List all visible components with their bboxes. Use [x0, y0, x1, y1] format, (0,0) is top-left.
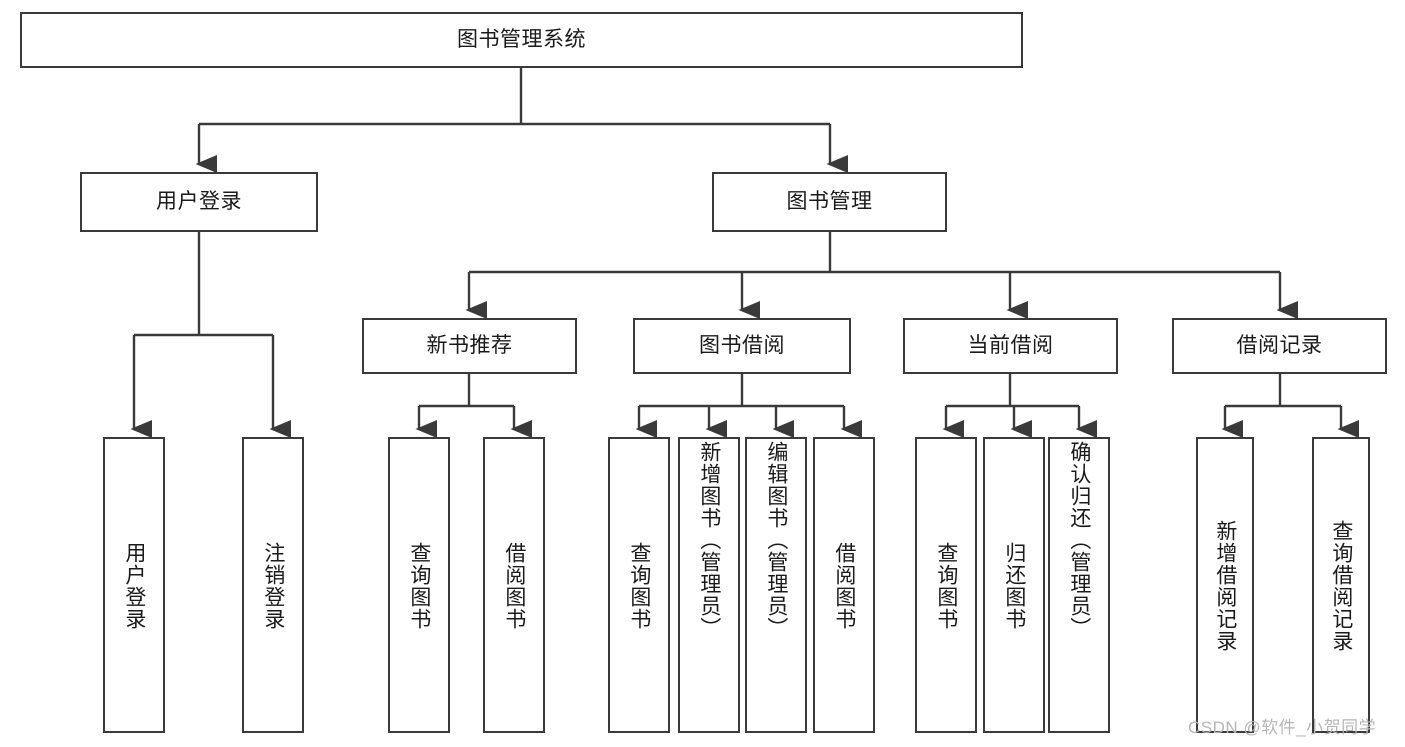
node-leaf-edit-book-admin[interactable]: 编辑图书（管理员） — [745, 437, 807, 733]
node-label: 图书管理 — [786, 190, 873, 214]
node-borrow-record[interactable]: 借阅记录 — [1172, 318, 1387, 374]
node-leaf-user-login[interactable]: 用户登录 — [103, 437, 165, 733]
node-book-borrow[interactable]: 图书借阅 — [633, 318, 851, 374]
node-label: 当前借阅 — [967, 334, 1054, 358]
node-label: 确认归还（管理员） — [1067, 441, 1091, 639]
node-book-manage[interactable]: 图书管理 — [712, 172, 947, 232]
node-current-borrow[interactable]: 当前借阅 — [903, 318, 1118, 374]
node-label: 归还图书 — [1002, 542, 1026, 630]
node-label: 新增图书（管理员） — [697, 441, 721, 639]
csdn-watermark: CSDN @软件_小贺同学 — [1188, 718, 1377, 737]
node-leaf-logout-login[interactable]: 注销登录 — [242, 437, 304, 733]
node-label: 查询图书 — [934, 542, 958, 630]
node-leaf-borrow-book-borrow[interactable]: 借阅图书 — [813, 437, 875, 733]
node-root-system[interactable]: 图书管理系统 — [20, 12, 1023, 68]
node-label: 新书推荐 — [426, 334, 513, 358]
node-label: 查询借阅记录 — [1329, 520, 1353, 652]
node-label: 查询图书 — [407, 542, 431, 630]
node-label: 借阅图书 — [832, 542, 856, 630]
node-leaf-add-book-admin[interactable]: 新增图书（管理员） — [678, 437, 740, 733]
node-leaf-confirm-return-admin[interactable]: 确认归还（管理员） — [1048, 437, 1110, 733]
node-label: 用户登录 — [156, 190, 242, 214]
node-label: 注销登录 — [261, 542, 285, 630]
node-leaf-query-borrow-record[interactable]: 查询借阅记录 — [1312, 437, 1370, 733]
node-label: 借阅记录 — [1236, 334, 1323, 358]
node-label: 新增借阅记录 — [1213, 520, 1237, 652]
node-label: 查询图书 — [627, 542, 651, 630]
node-leaf-query-book-recommend[interactable]: 查询图书 — [388, 437, 450, 733]
node-label: 借阅图书 — [502, 542, 526, 630]
node-leaf-add-borrow-record[interactable]: 新增借阅记录 — [1196, 437, 1254, 733]
node-label: 用户登录 — [122, 542, 146, 630]
node-label: 图书借阅 — [699, 334, 785, 358]
node-leaf-query-book-borrow[interactable]: 查询图书 — [608, 437, 670, 733]
node-label: 编辑图书（管理员） — [764, 441, 788, 639]
node-new-book-recommend[interactable]: 新书推荐 — [362, 318, 577, 374]
node-leaf-borrow-book-recommend[interactable]: 借阅图书 — [483, 437, 545, 733]
node-user-login[interactable]: 用户登录 — [80, 172, 318, 232]
node-label: 图书管理系统 — [457, 28, 586, 52]
node-leaf-query-book-current[interactable]: 查询图书 — [915, 437, 977, 733]
node-leaf-return-book[interactable]: 归还图书 — [983, 437, 1045, 733]
